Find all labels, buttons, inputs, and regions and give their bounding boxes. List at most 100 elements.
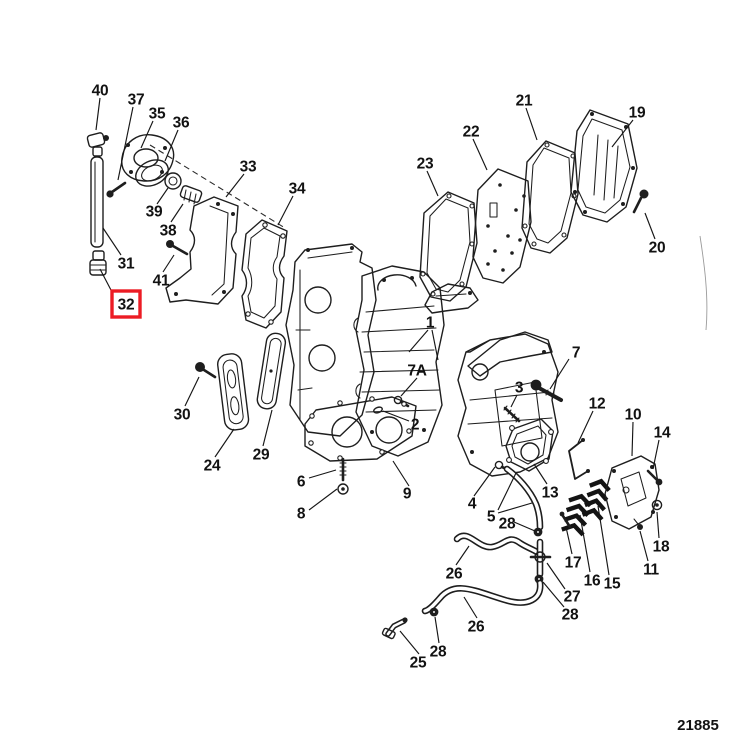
leader-line-1 [408,329,429,353]
leader-line-35 [140,120,154,149]
part-11-screw [633,518,643,530]
leader-line-28 [513,521,536,532]
part-32-plug [89,250,107,276]
callout-label-8: 8 [297,506,306,523]
part-cylinder-block [353,265,445,457]
leader-line-1 [431,329,439,361]
part-33-plate [165,196,239,305]
part-20-bolt [632,189,649,214]
leader-line-17 [565,526,573,555]
leader-line-5 [497,502,533,514]
part-28-clamp-left [429,607,439,617]
leader-line-36 [164,129,179,162]
callout-label-13: 13 [542,485,559,502]
leader-line-13 [533,463,548,485]
callout-label-25: 25 [410,655,427,672]
callout-label-5: 5 [487,509,496,526]
leader-line-26 [455,545,470,566]
leader-line-38 [170,203,184,223]
drawing-number: 21885 [677,717,719,734]
callout-label-28: 28 [562,607,579,624]
callout-label-18: 18 [653,539,670,556]
part-25-elbow-fitting [381,617,408,640]
part-crankcase-right-half [457,331,559,477]
part-28-clamp-top [533,527,543,537]
leader-line-8 [308,488,338,511]
part-36-gasket [135,159,169,187]
part-41-bolt [166,240,189,256]
leader-line-21 [525,107,538,141]
leader-line-11 [639,530,649,562]
callout-label-23: 23 [417,156,434,173]
part-8-nut [337,483,349,495]
callout-label-4: 4 [468,496,477,513]
leader-line-30 [184,376,200,407]
leader-line-3 [510,394,518,408]
part-38-fitting [179,185,203,205]
callout-label-38: 38 [160,223,177,240]
leader-line-5 [497,472,517,511]
part-26-hose-upper [453,532,541,556]
leader-line-28 [434,616,440,644]
leader-line-34 [277,195,294,226]
callout-label-22: 22 [463,124,480,141]
leader-line-29 [262,409,273,447]
callout-label-39: 39 [146,204,163,221]
callout-label-11: 11 [643,562,659,579]
leader-line-4 [473,466,496,497]
leader-line-2 [382,410,410,422]
leader-line-16 [579,514,591,573]
callout-label-41: 41 [153,273,170,290]
callout-label-15: 15 [604,576,621,593]
leader-line-10 [631,421,634,457]
callout-label-37: 37 [128,92,145,109]
callout-label-2: 2 [411,417,419,434]
part-10-reed-block [604,455,660,530]
callout-label-28: 28 [430,644,447,661]
callout-label-24: 24 [204,458,221,475]
callout-label-7: 7 [572,345,580,362]
part-18-nut [651,499,663,511]
leader-line-7 [549,358,570,390]
part-40-fitting [86,132,109,157]
callout-label-7A: 7A [407,363,426,380]
leader-lines [95,97,660,655]
part-30-bolt [195,362,217,379]
callout-label-36: 36 [173,115,190,132]
callout-label-34: 34 [289,181,306,198]
leader-line-15 [597,505,610,576]
callout-label-3: 3 [515,380,524,397]
part-35-pump-body [121,134,175,182]
part-lifting-bracket [424,283,479,314]
part-5-hose [503,465,544,531]
callout-label-12: 12 [589,396,606,413]
callout-label-27: 27 [564,589,581,606]
leader-line-33 [225,173,245,198]
part-26-hose-lower [421,579,544,615]
leader-line-20 [644,212,656,240]
part-2-fitting [373,406,383,414]
callout-label-30: 30 [174,407,191,424]
callout-label-19: 19 [629,105,646,122]
highlight-box-32 [110,289,142,319]
callout-label-26: 26 [468,619,485,636]
leader-line-14 [652,439,660,470]
leader-line-40 [95,97,101,131]
leader-line-23 [426,170,439,197]
leader-line-9 [392,460,410,487]
callout-label-21: 21 [516,93,533,110]
callout-label-40: 40 [92,83,109,100]
stray-scan-line [699,235,708,331]
leader-line-24 [214,428,235,458]
part-3-spring [503,405,521,423]
leader-line-12 [577,410,594,444]
part-34-gasket [241,219,288,329]
leader-line-28 [542,581,565,608]
part-6-stud [339,457,347,482]
leader-line-37 [117,106,134,181]
callout-label-1: 1 [426,315,435,332]
part-12-wire-retainer [568,438,590,480]
leader-line-39 [156,187,169,205]
